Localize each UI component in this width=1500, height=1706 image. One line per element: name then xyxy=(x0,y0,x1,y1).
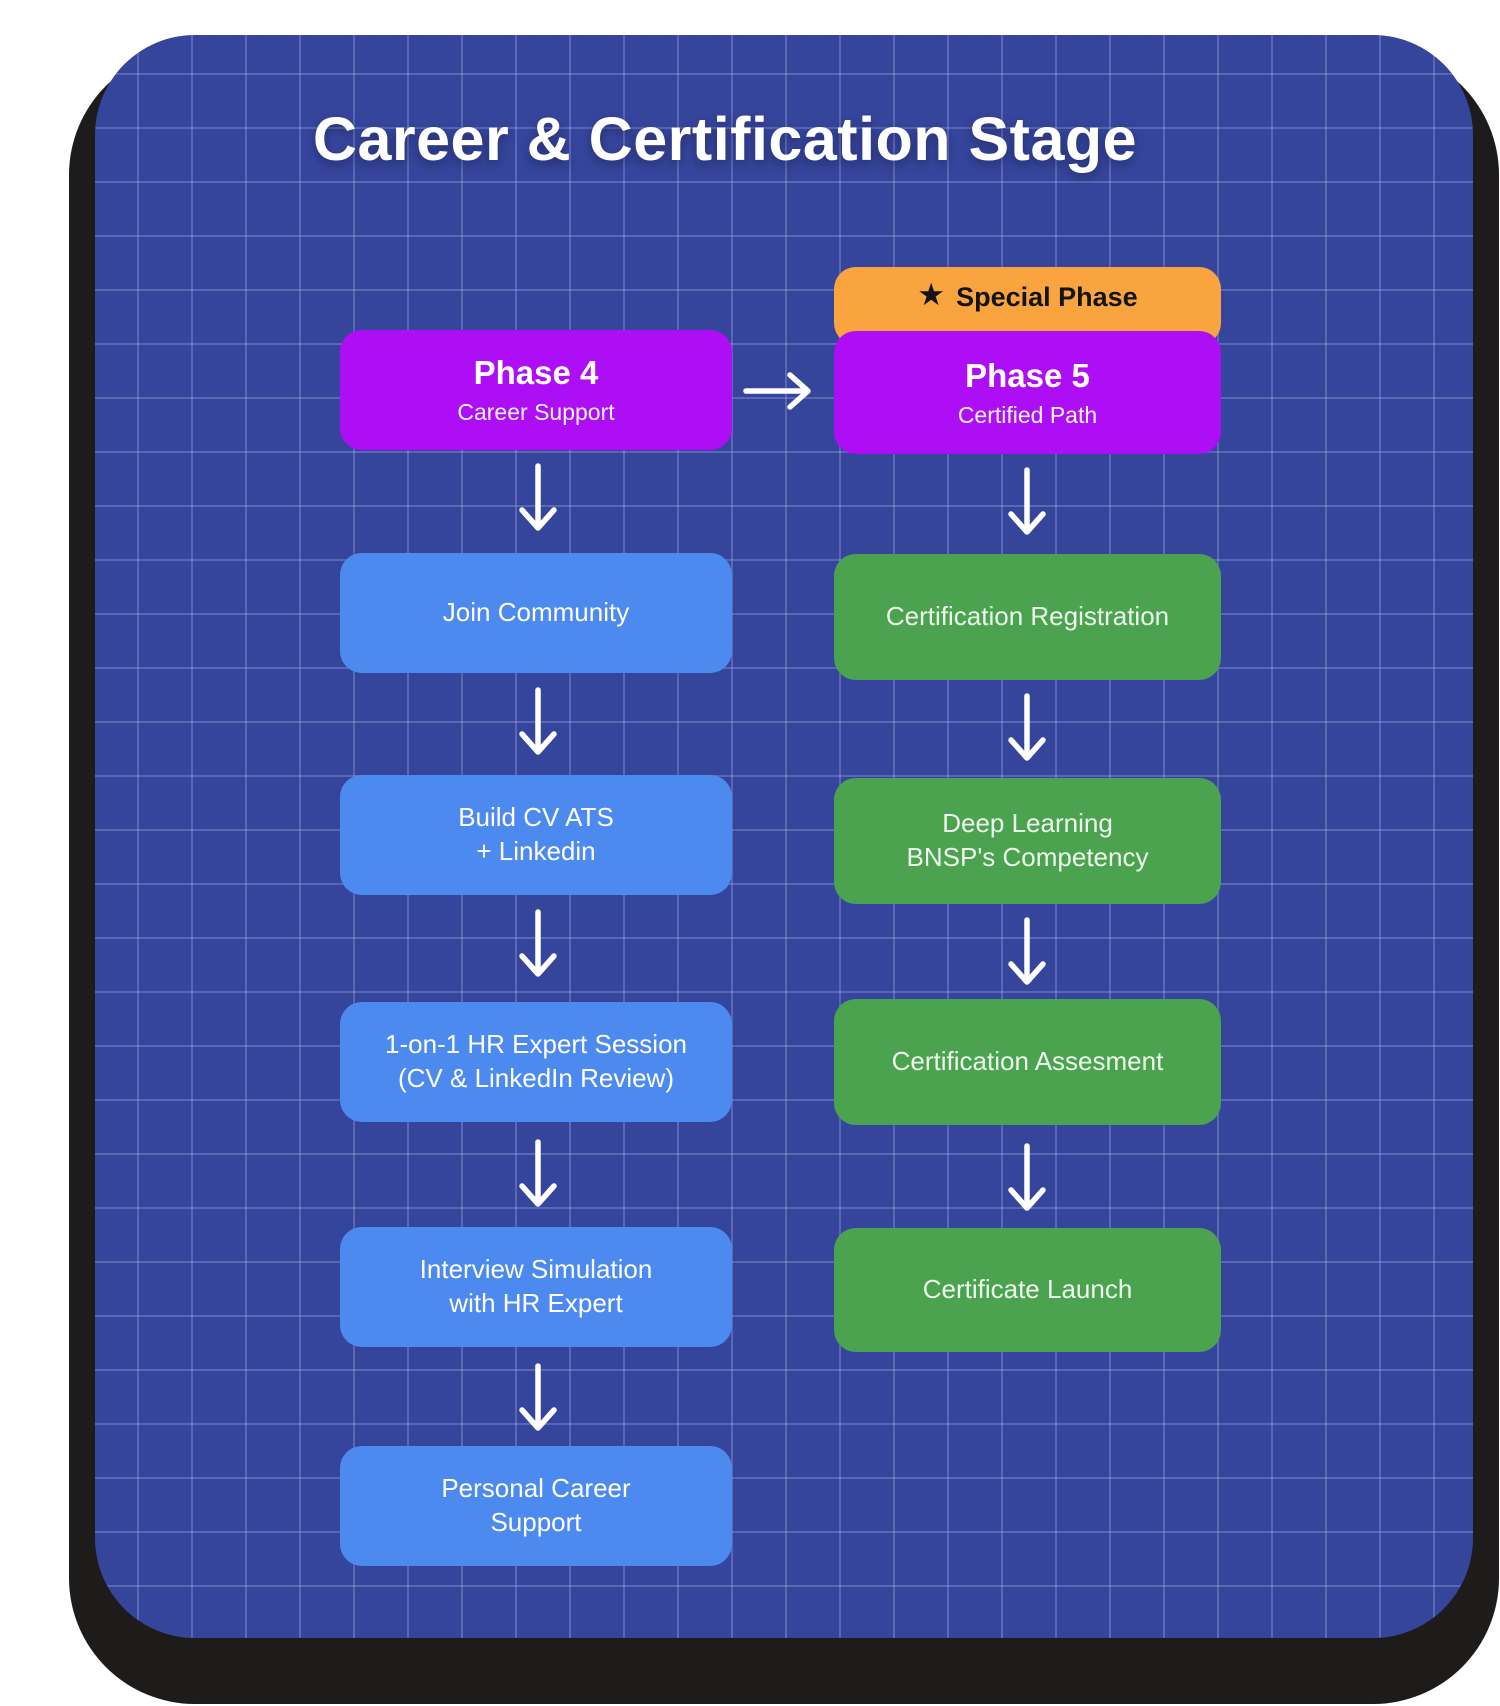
page-title: Career & Certification Stage xyxy=(312,105,1138,173)
phase5-header-box: Phase 5 Certified Path xyxy=(834,331,1221,454)
phase5-subtitle: Certified Path xyxy=(957,401,1098,428)
down-arrow-icon xyxy=(516,1138,560,1214)
step-label: Deep Learning BNSP's Competency xyxy=(906,808,1149,872)
phase4-title: Phase 4 xyxy=(473,354,599,391)
step-box-certificate-launch: Certificate Launch xyxy=(834,1228,1221,1352)
down-arrow-icon xyxy=(516,1362,560,1438)
step-label: Certification Registration xyxy=(885,601,1170,632)
down-arrow-icon xyxy=(1005,466,1049,542)
phase4-header-box: Phase 4 Career Support xyxy=(340,330,732,450)
down-arrow-icon xyxy=(516,686,560,762)
step-label: Join Community xyxy=(442,597,630,628)
down-arrow-icon xyxy=(1005,916,1049,992)
step-box-join-community: Join Community xyxy=(340,553,732,673)
down-arrow-icon xyxy=(1005,1142,1049,1218)
step-box-deep-learning-bnsp: Deep Learning BNSP's Competency xyxy=(834,778,1221,904)
flowchart-card xyxy=(95,35,1473,1638)
step-label: Build CV ATS + Linkedin xyxy=(458,802,614,866)
step-box-interview-simulation: Interview Simulation with HR Expert xyxy=(340,1227,732,1347)
right-arrow-icon xyxy=(742,369,824,413)
step-box-certification-registration: Certification Registration xyxy=(834,554,1221,680)
phase5-title: Phase 5 xyxy=(965,356,1090,394)
step-box-hr-expert-session: 1-on-1 HR Expert Session (CV & LinkedIn … xyxy=(340,1002,732,1122)
step-box-build-cv: Build CV ATS + Linkedin xyxy=(340,775,732,895)
phase4-subtitle: Career Support xyxy=(457,399,615,425)
step-label: Certificate Launch xyxy=(922,1274,1133,1305)
down-arrow-icon xyxy=(1005,692,1049,768)
step-box-certification-assesment: Certification Assesment xyxy=(834,999,1221,1125)
step-label: Personal Career Support xyxy=(441,1473,631,1537)
step-label: 1-on-1 HR Expert Session (CV & LinkedIn … xyxy=(384,1029,688,1093)
step-label: Interview Simulation with HR Expert xyxy=(419,1254,653,1318)
star-icon: ★ xyxy=(917,277,946,312)
step-box-personal-career-support: Personal Career Support xyxy=(340,1446,732,1566)
special-phase-label: Special Phase xyxy=(956,282,1138,312)
down-arrow-icon xyxy=(516,462,560,538)
step-label: Certification Assesment xyxy=(891,1046,1164,1077)
down-arrow-icon xyxy=(516,908,560,984)
